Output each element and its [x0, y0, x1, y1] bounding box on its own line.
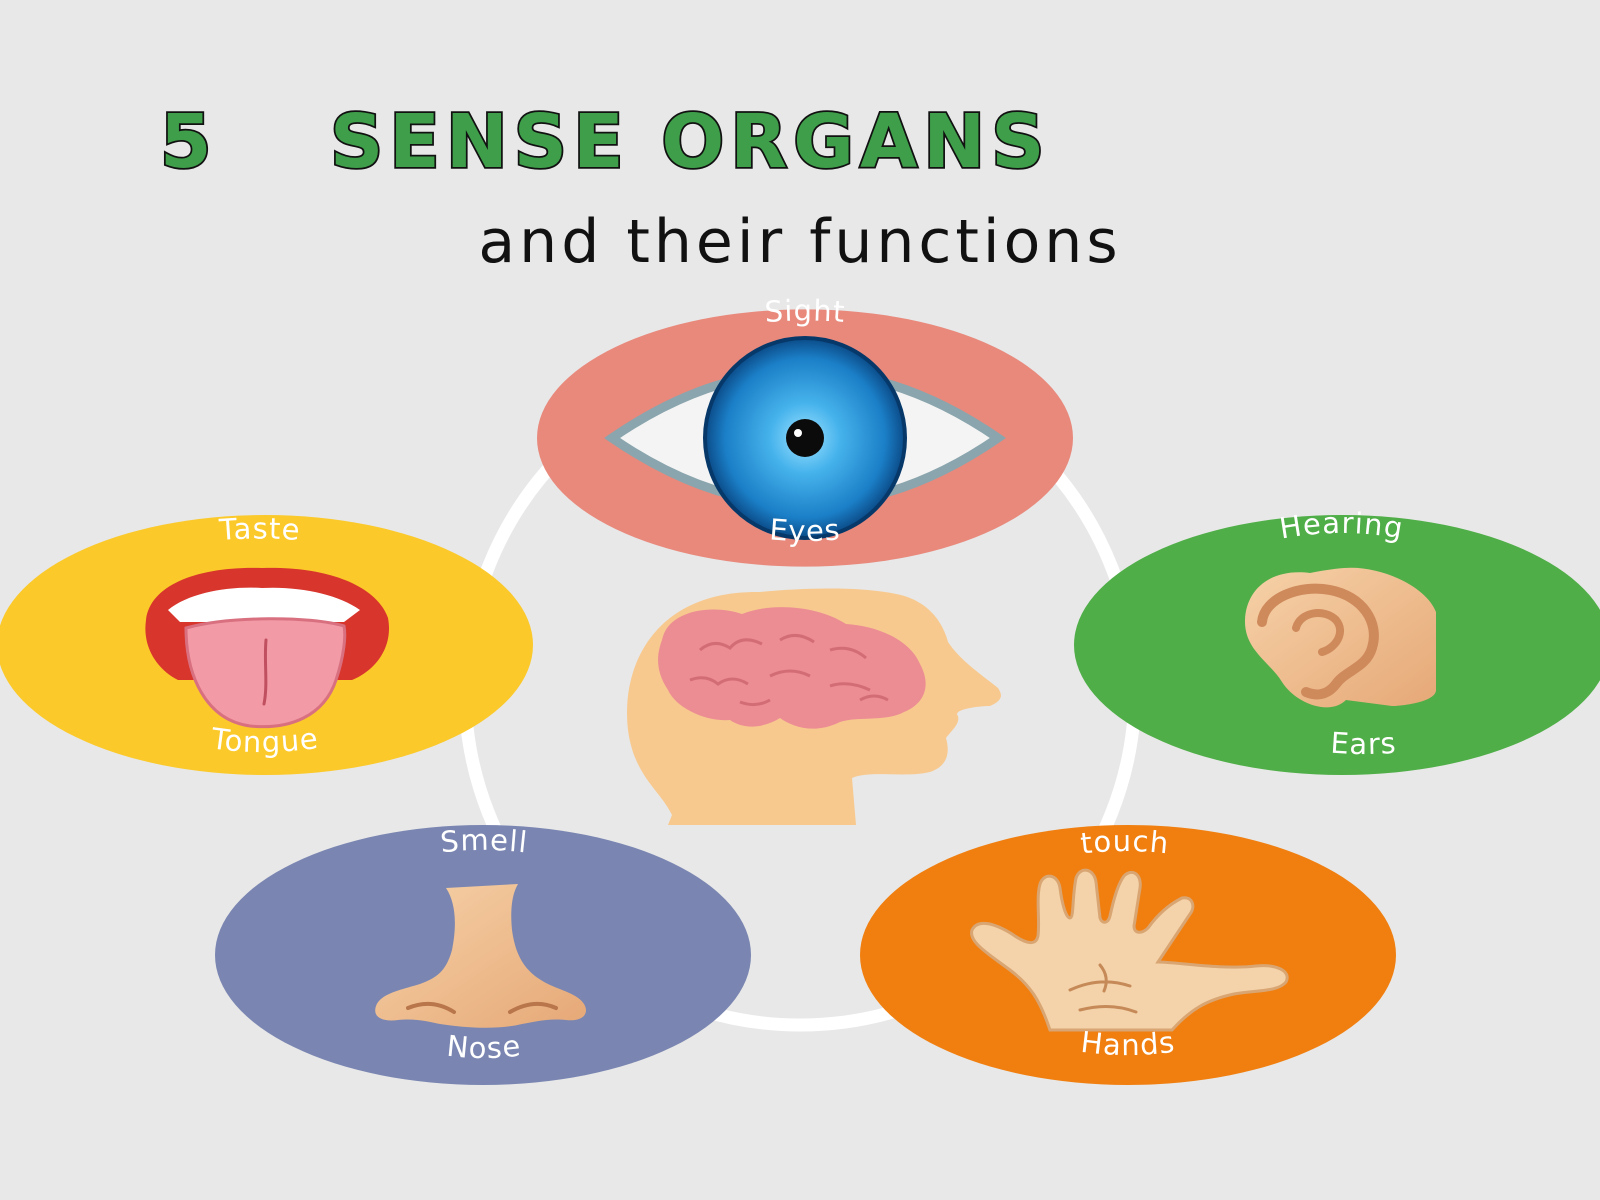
touch-organ-label: Hands	[1079, 1025, 1177, 1062]
sense-node-sight: Sight Eyes	[537, 293, 1073, 567]
nose-icon	[375, 884, 586, 1028]
eye-icon	[604, 336, 1006, 540]
title-number: 5	[160, 99, 218, 185]
title-main: SENSE ORGANS	[330, 99, 1051, 185]
hand-icon	[970, 868, 1289, 1032]
sight-organ-label: Eyes	[768, 512, 841, 548]
page-subtitle: and their functions	[478, 207, 1121, 277]
page-title: 5 SENSE ORGANS	[158, 97, 1051, 187]
tongue-icon	[145, 567, 390, 729]
hearing-organ-label: Ears	[1330, 726, 1398, 761]
sense-node-taste: Taste Tongue	[0, 511, 533, 775]
smell-sense-label: Smell	[439, 823, 530, 860]
touch-sense-label: touch	[1079, 824, 1171, 861]
sight-sense-label: Sight	[764, 293, 847, 329]
sense-node-touch: touch Hands	[860, 824, 1396, 1085]
taste-sense-label: Taste	[217, 511, 301, 547]
sense-node-hearing: Hearing Ears	[1074, 506, 1600, 775]
smell-organ-label: Nose	[445, 1029, 523, 1066]
taste-organ-label: Tongue	[208, 721, 320, 759]
ear-icon	[1244, 567, 1436, 708]
head-brain-icon	[627, 588, 1001, 825]
hearing-sense-label: Hearing	[1277, 506, 1406, 546]
sense-node-smell: Smell Nose	[215, 823, 751, 1085]
